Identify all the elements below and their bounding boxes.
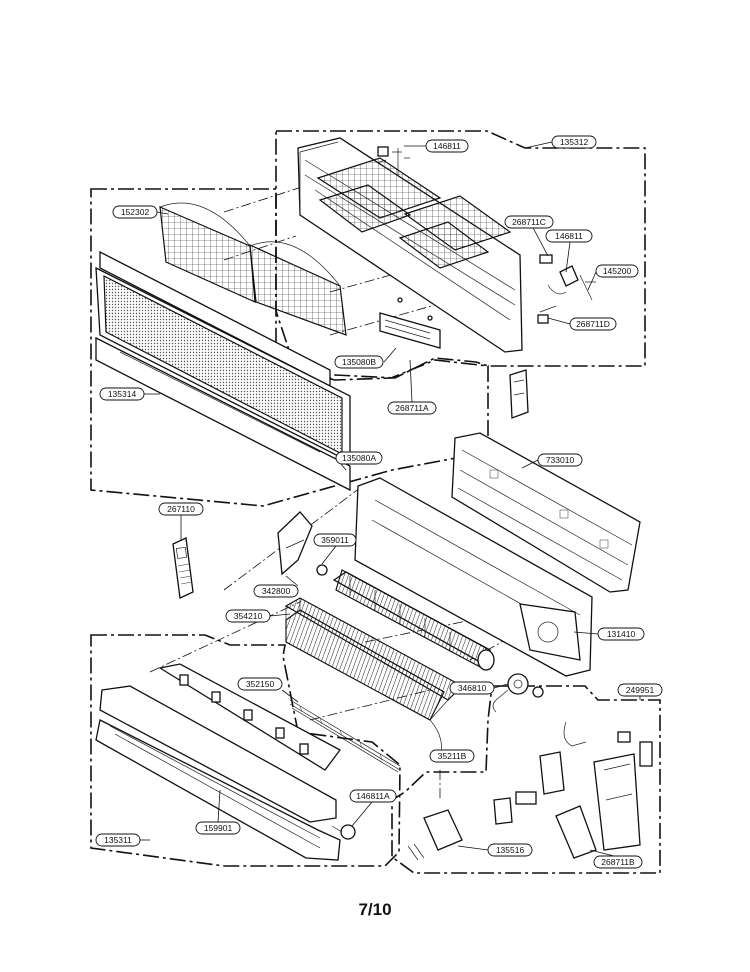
svg-text:267110: 267110 (167, 504, 195, 514)
svg-text:135312: 135312 (560, 137, 589, 147)
label-159901: 159901 (195, 789, 241, 835)
label-135312: 135312 (524, 135, 597, 149)
svg-text:733010: 733010 (546, 455, 575, 465)
label-268711a: 268711A (387, 359, 437, 415)
chassis-body-part (354, 477, 593, 677)
svg-text:135314: 135314 (108, 389, 137, 399)
page-number: 7/10 (358, 900, 392, 919)
pcb-bracket-part (509, 369, 529, 419)
label-146811-top: 146811 (404, 139, 469, 153)
label-152302: 152302 (112, 205, 169, 219)
svg-text:152302: 152302 (121, 207, 150, 217)
assembly-boundary-135314 (90, 188, 489, 507)
svg-text:346810: 346810 (458, 683, 487, 693)
label-359011: 359011 (313, 533, 357, 565)
step-motor-part (331, 824, 356, 840)
assembly-boundary-135311 (90, 634, 401, 867)
bearing-holder-part (277, 511, 313, 576)
svg-text:35211B: 35211B (438, 751, 467, 761)
label-131410: 131410 (573, 627, 645, 641)
label-135080a: 135080A (335, 451, 383, 471)
svg-text:135080A: 135080A (342, 453, 376, 463)
label-342800: 342800 (253, 575, 299, 598)
svg-text:249951: 249951 (626, 685, 655, 695)
svg-text:145200: 145200 (603, 266, 632, 276)
svg-text:135311: 135311 (104, 835, 132, 845)
label-733010: 733010 (521, 453, 583, 469)
label-268711c: 268711C (504, 215, 554, 257)
svg-text:268711C: 268711C (512, 217, 546, 227)
remote-control-part (172, 537, 194, 599)
front-panel-part (95, 250, 351, 492)
svg-text:159901: 159901 (204, 823, 233, 833)
installation-plate-part (451, 432, 641, 593)
label-352150: 352150 (237, 677, 299, 703)
label-267110: 267110 (158, 502, 204, 540)
svg-text:146811A: 146811A (356, 791, 390, 801)
vane-assembly-part (95, 663, 341, 861)
chassis-frame-part (297, 137, 523, 353)
svg-text:146811: 146811 (555, 231, 583, 241)
svg-text:268711B: 268711B (601, 857, 635, 867)
svg-text:146811: 146811 (433, 141, 461, 151)
label-249951: 249951 (617, 683, 663, 700)
label-268711b: 268711B (589, 849, 643, 869)
display-housing-part (379, 297, 441, 349)
bearing-part (316, 564, 328, 576)
svg-text:354210: 354210 (234, 611, 263, 621)
svg-text:352150: 352150 (246, 679, 275, 689)
cross-flow-fan-part (332, 569, 495, 671)
air-filter-part (159, 202, 347, 336)
svg-text:342800: 342800 (262, 586, 291, 596)
label-146811a: 146811A (349, 789, 397, 827)
label-145200: 145200 (587, 264, 639, 291)
label-135311: 135311 (95, 833, 150, 847)
label-135516: 135516 (457, 843, 533, 857)
svg-text:359011: 359011 (321, 535, 349, 545)
drain-hose-part (289, 699, 401, 773)
label-268711d: 268711D (547, 317, 617, 331)
label-146811-right: 146811 (545, 229, 593, 273)
control-box-parts (493, 721, 653, 859)
small-bracket-parts-top (377, 146, 596, 324)
svg-text:268711A: 268711A (395, 403, 429, 413)
part-labels: 135312 146811 268711C 146811 145200 2687… (95, 135, 663, 869)
label-346810: 346810 (449, 681, 509, 695)
svg-text:131410: 131410 (607, 629, 636, 639)
label-354210: 354210 (225, 609, 291, 623)
label-35211b: 35211B (429, 749, 475, 763)
terminal-block-part (407, 809, 463, 861)
label-135080b: 135080B (334, 347, 397, 369)
svg-text:135516: 135516 (496, 845, 525, 855)
fan-motor-part (492, 673, 544, 713)
assembly-boundary-249951 (391, 685, 661, 874)
label-135314: 135314 (99, 387, 160, 401)
svg-text:135080B: 135080B (342, 357, 376, 367)
svg-text:268711D: 268711D (576, 319, 610, 329)
